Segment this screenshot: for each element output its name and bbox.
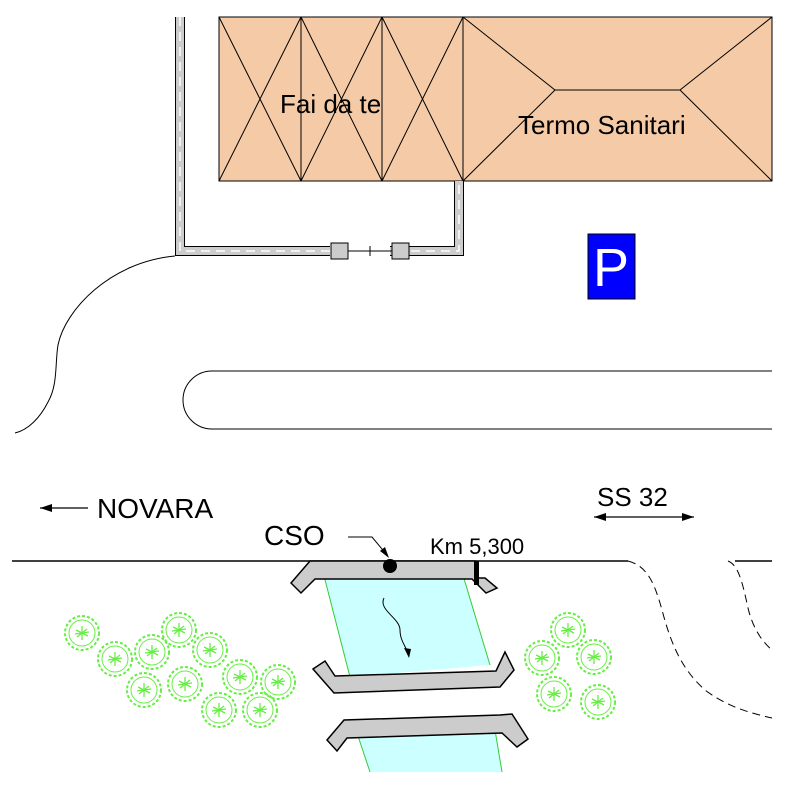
novara-direction-label: NOVARA — [97, 493, 213, 524]
side-road-right — [727, 560, 773, 651]
parking-symbol: P — [593, 238, 629, 298]
building-fai-da-te — [218, 16, 464, 182]
building-termo-sanitari — [462, 16, 773, 182]
cso-leader-line — [348, 536, 388, 556]
direction-arrow-left — [40, 504, 88, 512]
ss32-road-label: SS 32 — [597, 482, 668, 512]
cso-label: CSO — [264, 520, 325, 551]
flow-direction-arrow — [382, 597, 410, 656]
canal-edge-lower-left — [357, 735, 371, 773]
road-island — [182, 370, 772, 430]
canal-edge-right — [461, 571, 491, 666]
vegetation-left — [64, 612, 296, 728]
flow-arrowhead — [404, 648, 411, 658]
headwall-lower — [326, 713, 530, 753]
driveway-curve — [14, 255, 176, 434]
side-road-curve — [627, 560, 773, 719]
vegetation-right — [524, 612, 616, 720]
parking-sign: P — [587, 233, 636, 300]
direction-arrow-both — [594, 513, 694, 521]
canal-water-upper — [323, 572, 490, 677]
plumbing-store-label: Termo Sanitari — [518, 110, 686, 140]
diy-store-label: Fai da te — [280, 89, 381, 119]
km-marker-label: Km 5,300 — [430, 534, 524, 559]
canal-edge-lower-right — [494, 729, 503, 773]
canal-edge-left — [322, 571, 351, 678]
km-marker-post — [474, 561, 479, 585]
gate-post-left — [330, 242, 349, 260]
headwall-upper — [289, 560, 499, 595]
gate-post-right — [391, 242, 410, 260]
canal-water-lower — [358, 730, 502, 772]
cso-leader-arrowhead — [380, 547, 389, 558]
headwall-middle — [311, 650, 515, 694]
cso-point-marker — [383, 559, 397, 573]
